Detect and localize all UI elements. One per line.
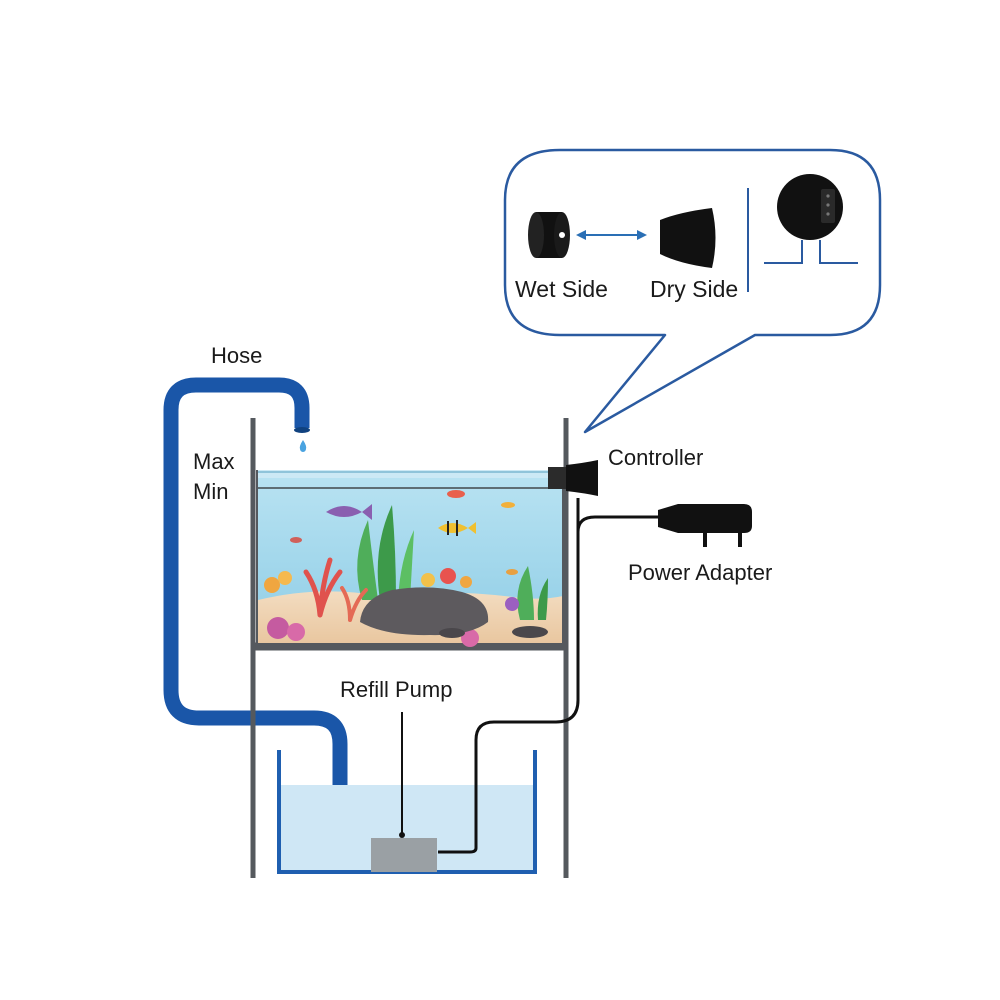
power-cable (576, 515, 660, 533)
min-label: Min (193, 479, 228, 504)
tank-air-gap (258, 470, 563, 478)
pump-cable (438, 498, 580, 854)
controller-icon (548, 460, 598, 496)
controller-side-view-icon (764, 174, 858, 264)
hose-outlet (294, 427, 310, 433)
water-drop-icon (299, 440, 307, 452)
power-adapter-label: Power Adapter (628, 560, 772, 585)
dry-side-sensor-icon (660, 208, 716, 268)
max-label: Max (193, 449, 235, 474)
hose-label: Hose (211, 343, 262, 368)
corals (264, 557, 519, 647)
refill-pump-leader-dot (399, 832, 405, 838)
wet-side-sensor-icon (528, 212, 570, 258)
seaweed-plants (357, 505, 548, 620)
callout-bubble: Wet Side Dry Side (503, 148, 882, 434)
controller-label: Controller (608, 445, 703, 470)
fish (290, 490, 518, 575)
refill-pump-icon (371, 838, 437, 872)
power-adapter-icon (658, 504, 752, 547)
cables (438, 498, 660, 854)
hose-tube (163, 377, 348, 785)
double-arrow-icon (576, 230, 647, 240)
aquarium-tank (256, 470, 564, 647)
refill-pump-label: Refill Pump (340, 677, 452, 702)
wet-side-label: Wet Side (515, 276, 608, 302)
rocks (360, 587, 548, 638)
dry-side-label: Dry Side (650, 276, 738, 302)
stand-frame (250, 418, 569, 878)
